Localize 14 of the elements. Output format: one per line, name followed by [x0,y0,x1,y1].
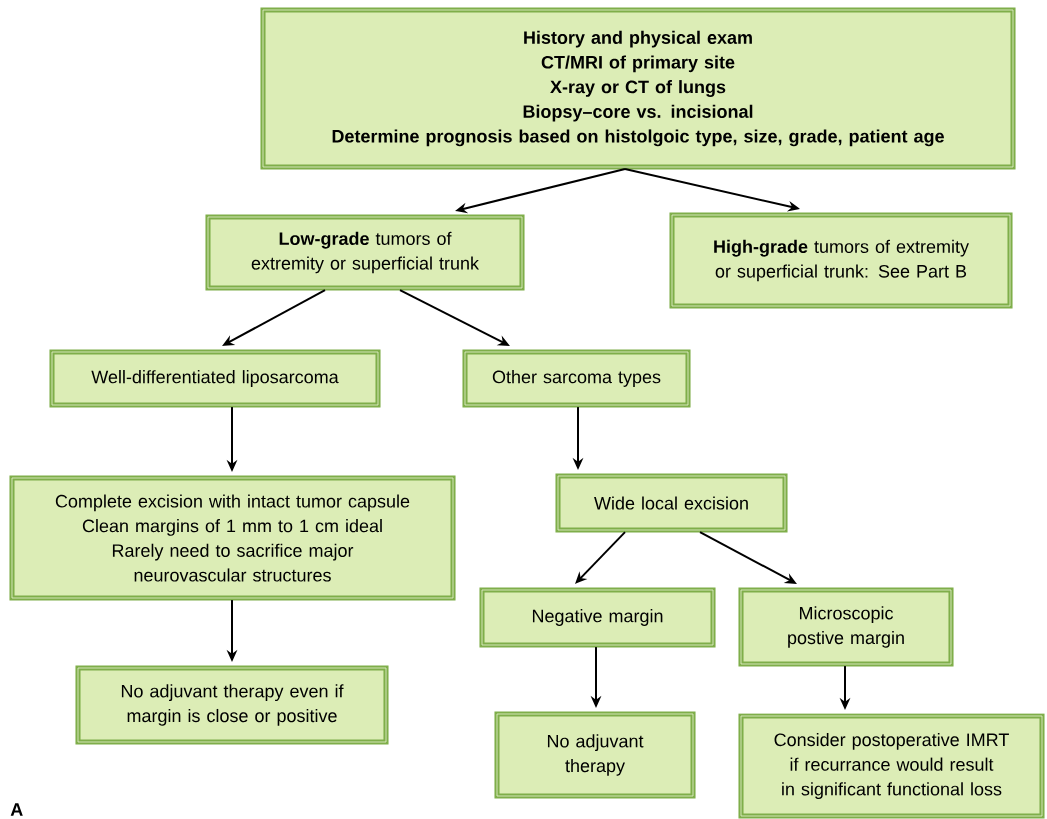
process-box: Microscopic postive margin [738,587,954,667]
process-box: Other sarcoma types [462,349,691,408]
panel-letter: A [10,803,23,816]
process-box: Negative margin [479,587,716,648]
process-box: No adjuvant therapy even if margin is close or positive [75,665,389,745]
process-box: No adjuvant therapy [494,711,696,799]
process-box: Wide local excision [555,473,788,533]
process-box: Complete excision with intact tumor capsule Clean margins of 1 mm to 1 cm ideal Rarely need to sacrifice major neurovascular structures [9,475,456,601]
process-box: Consider postoperative IMRT if recurrance would result in significant functional loss [738,713,1045,819]
arrow [575,531,626,584]
process-box: History and physical exam CT/MRI of primary site X-ray or CT of lungs Biopsy–core vs. incisional Determine prognosis based on histolgoic type, size, grade, patient age [260,7,1016,170]
process-box: Well-differentiated liposarcoma [49,349,381,408]
process-box: Low-grade tumors of extremity or superficial trunk [205,214,525,291]
process-box: High-grade tumors of extremity or superficial trunk: See Part B [669,212,1013,309]
